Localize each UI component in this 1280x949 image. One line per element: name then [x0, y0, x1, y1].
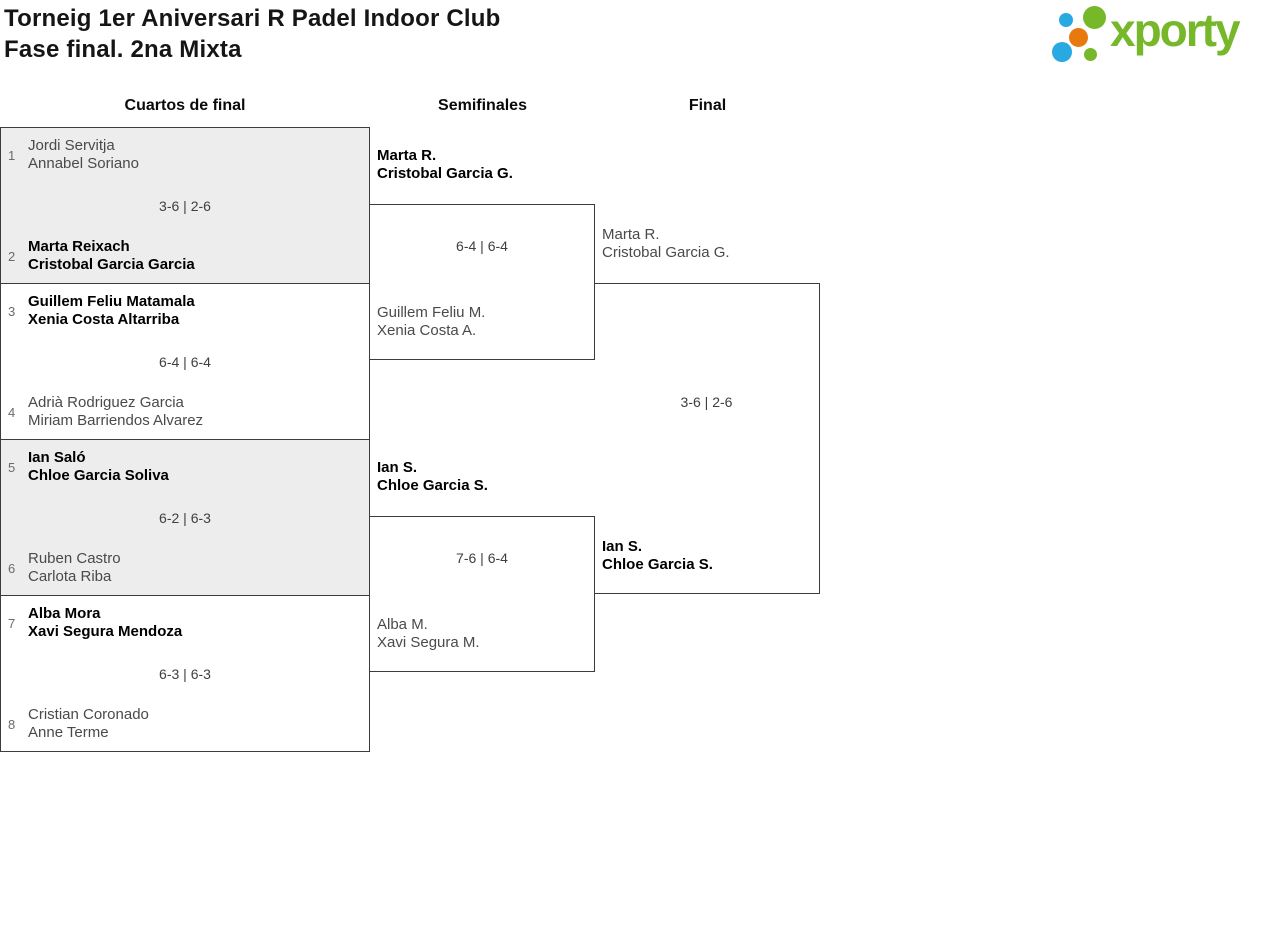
match-score: 6-4 | 6-4 — [159, 354, 211, 370]
seed-number: 1 — [8, 147, 16, 163]
player-name: Cristobal Garcia G. — [377, 165, 513, 182]
final-team-bottom: Ian S. Chloe Garcia S. — [602, 538, 713, 574]
seed-number: 8 — [8, 716, 16, 732]
team-row: 3 Guillem Feliu Matamala Xenia Costa Alt… — [8, 293, 361, 329]
match-score: 6-2 | 6-3 — [159, 510, 211, 526]
team-row: 5 Ian Saló Chloe Garcia Soliva — [8, 449, 361, 485]
player-name: Xenia Costa A. — [377, 322, 477, 339]
match-quarterfinal-1: 1 Jordi Servitja Annabel Soriano 3-6 | 2… — [0, 127, 370, 284]
player-name: Marta R. — [602, 226, 660, 243]
final-team-top: Marta R. Cristobal Garcia G. — [602, 226, 730, 262]
match-score: 3-6 | 2-6 — [680, 394, 733, 410]
player-name: Ruben Castro — [28, 550, 121, 567]
xporty-wordmark: xporty — [1110, 4, 1241, 56]
team-row: 8 Cristian Coronado Anne Terme — [8, 706, 361, 742]
team-row: 1 Jordi Servitja Annabel Soriano — [8, 137, 361, 173]
seed-number: 5 — [8, 459, 16, 475]
team-names: Guillem Feliu Matamala Xenia Costa Altar… — [28, 293, 195, 329]
seed-number: 7 — [8, 615, 16, 631]
seed-number: 6 — [8, 560, 16, 576]
logo-dot-icon — [1083, 6, 1106, 29]
team-row: 7 Alba Mora Xavi Segura Mendoza — [8, 605, 361, 641]
column-header-semifinals: Semifinales — [438, 97, 527, 114]
player-name: Guillem Feliu M. — [377, 304, 486, 321]
match-score: 6-4 | 6-4 — [456, 238, 508, 254]
player-name: Jordi Servitja — [28, 137, 115, 154]
tournament-name: Torneig 1er Aniversari R Padel Indoor Cl… — [4, 5, 501, 32]
team-row: 2 Marta Reixach Cristobal Garcia Garcia — [8, 238, 361, 274]
player-name: Ian S. — [602, 538, 643, 555]
player-name: Alba Mora — [28, 605, 101, 622]
player-name: Anne Terme — [28, 724, 109, 741]
xporty-logo[interactable]: xporty — [1046, 0, 1278, 72]
match-quarterfinal-4: 7 Alba Mora Xavi Segura Mendoza 6-3 | 6-… — [0, 595, 370, 752]
seed-number: 4 — [8, 404, 16, 420]
match-score: 3-6 | 2-6 — [159, 198, 211, 214]
match-semifinal-2: 7-6 | 6-4 — [369, 516, 595, 672]
column-header-quarterfinals: Cuartos de final — [124, 97, 246, 114]
seed-number: 3 — [8, 303, 16, 319]
phase-name: Fase final. 2na Mixta — [4, 36, 242, 63]
page-title: Torneig 1er Aniversari R Padel Indoor Cl… — [4, 3, 501, 65]
match-semifinal-1: 6-4 | 6-4 — [369, 204, 595, 360]
team-row: 6 Ruben Castro Carlota Riba — [8, 550, 361, 586]
player-name: Annabel Soriano — [28, 155, 139, 172]
team-names: Ian Saló Chloe Garcia Soliva — [28, 449, 169, 485]
player-name: Marta R. — [377, 147, 437, 164]
match-quarterfinal-3: 5 Ian Saló Chloe Garcia Soliva 6-2 | 6-3… — [0, 439, 370, 596]
player-name: Marta Reixach — [28, 238, 130, 255]
semifinal-2-team-top: Ian S. Chloe Garcia S. — [377, 459, 488, 495]
player-name: Cristian Coronado — [28, 706, 149, 723]
player-name: Carlota Riba — [28, 568, 112, 585]
semifinal-1-team-top: Marta R. Cristobal Garcia G. — [377, 147, 513, 183]
match-final: 3-6 | 2-6 — [594, 283, 820, 594]
logo-dot-icon — [1069, 28, 1088, 47]
team-names: Cristian Coronado Anne Terme — [28, 706, 149, 742]
team-row: 4 Adrià Rodriguez Garcia Miriam Barriend… — [8, 394, 361, 430]
logo-dot-icon — [1084, 48, 1097, 61]
column-header-final: Final — [688, 97, 727, 114]
player-name: Ian Saló — [28, 449, 86, 466]
player-name: Chloe Garcia Soliva — [28, 467, 169, 484]
team-names: Adrià Rodriguez Garcia Miriam Barriendos… — [28, 394, 203, 430]
seed-number: 2 — [8, 248, 16, 264]
player-name: Xavi Segura M. — [377, 634, 480, 651]
player-name: Alba M. — [377, 616, 428, 633]
player-name: Xenia Costa Altarriba — [28, 311, 180, 328]
logo-dot-icon — [1052, 42, 1072, 62]
team-names: Ruben Castro Carlota Riba — [28, 550, 121, 586]
player-name: Miriam Barriendos Alvarez — [28, 412, 204, 429]
match-quarterfinal-2: 3 Guillem Feliu Matamala Xenia Costa Alt… — [0, 283, 370, 440]
player-name: Adrià Rodriguez Garcia — [28, 394, 184, 411]
team-names: Alba Mora Xavi Segura Mendoza — [28, 605, 182, 641]
quarterfinals-column: 1 Jordi Servitja Annabel Soriano 3-6 | 2… — [0, 127, 370, 752]
player-name: Cristobal Garcia Garcia — [28, 256, 195, 273]
match-score: 7-6 | 6-4 — [456, 550, 508, 566]
player-name: Ian S. — [377, 459, 418, 476]
match-score: 6-3 | 6-3 — [159, 666, 211, 682]
logo-dot-icon — [1059, 13, 1073, 27]
player-name: Guillem Feliu Matamala — [28, 293, 195, 310]
player-name: Cristobal Garcia G. — [602, 244, 730, 261]
semifinal-1-team-bottom: Guillem Feliu M. Xenia Costa A. — [377, 304, 485, 340]
player-name: Chloe Garcia S. — [602, 556, 713, 573]
semifinal-2-team-bottom: Alba M. Xavi Segura M. — [377, 616, 480, 652]
player-name: Chloe Garcia S. — [377, 477, 488, 494]
team-names: Jordi Servitja Annabel Soriano — [28, 137, 139, 173]
player-name: Xavi Segura Mendoza — [28, 623, 183, 640]
team-names: Marta Reixach Cristobal Garcia Garcia — [28, 238, 195, 274]
